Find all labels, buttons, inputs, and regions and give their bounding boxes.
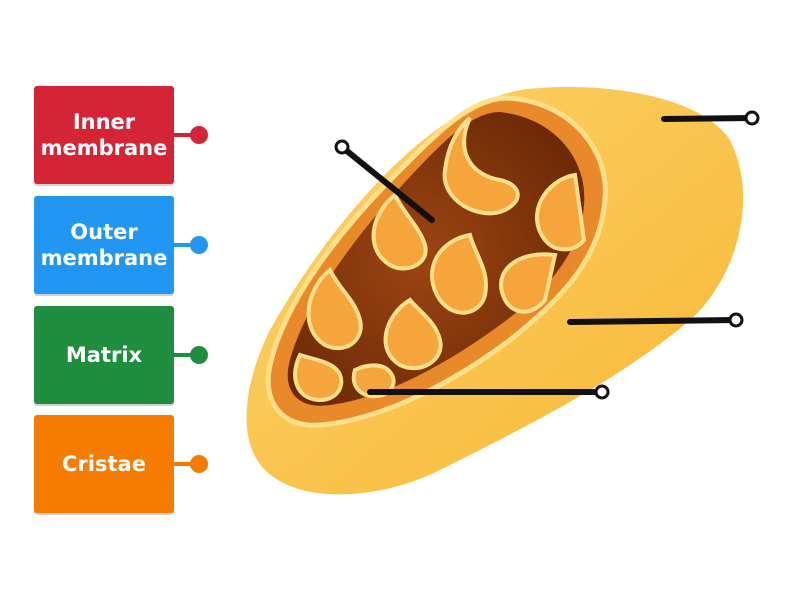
pointer-line-middle-right [567, 317, 739, 325]
hollow-circle-icon[interactable] [594, 384, 610, 400]
hollow-circle-icon[interactable] [728, 312, 744, 328]
label-card-cristae[interactable]: Cristae [34, 415, 174, 513]
label-text-inner-membrane: Inner membrane [40, 110, 168, 160]
pointer-line-top-right [661, 115, 755, 122]
label-text-matrix: Matrix [65, 343, 143, 367]
connector-line [174, 462, 196, 466]
connector-dot-icon[interactable] [190, 455, 208, 473]
label-card-inner-membrane[interactable]: Inner membrane [34, 86, 174, 184]
pointer-lines [334, 110, 760, 400]
connector-line [174, 353, 196, 357]
connector-dot-icon[interactable] [190, 346, 208, 364]
hollow-circle-icon[interactable] [744, 110, 760, 126]
connector-dot-icon[interactable] [190, 126, 208, 144]
connector-line [174, 243, 196, 247]
label-text-outer-membrane: Outer membrane [40, 220, 168, 270]
hollow-circle-icon[interactable] [334, 139, 350, 155]
label-text-cristae: Cristae [62, 452, 146, 476]
connector-dot-icon[interactable] [190, 236, 208, 254]
connector-line [174, 133, 196, 137]
cristae-folds [293, 116, 587, 403]
pointer-line-upper-left [339, 144, 435, 223]
label-card-matrix[interactable]: Matrix [34, 306, 174, 404]
label-card-outer-membrane[interactable]: Outer membrane [34, 196, 174, 294]
